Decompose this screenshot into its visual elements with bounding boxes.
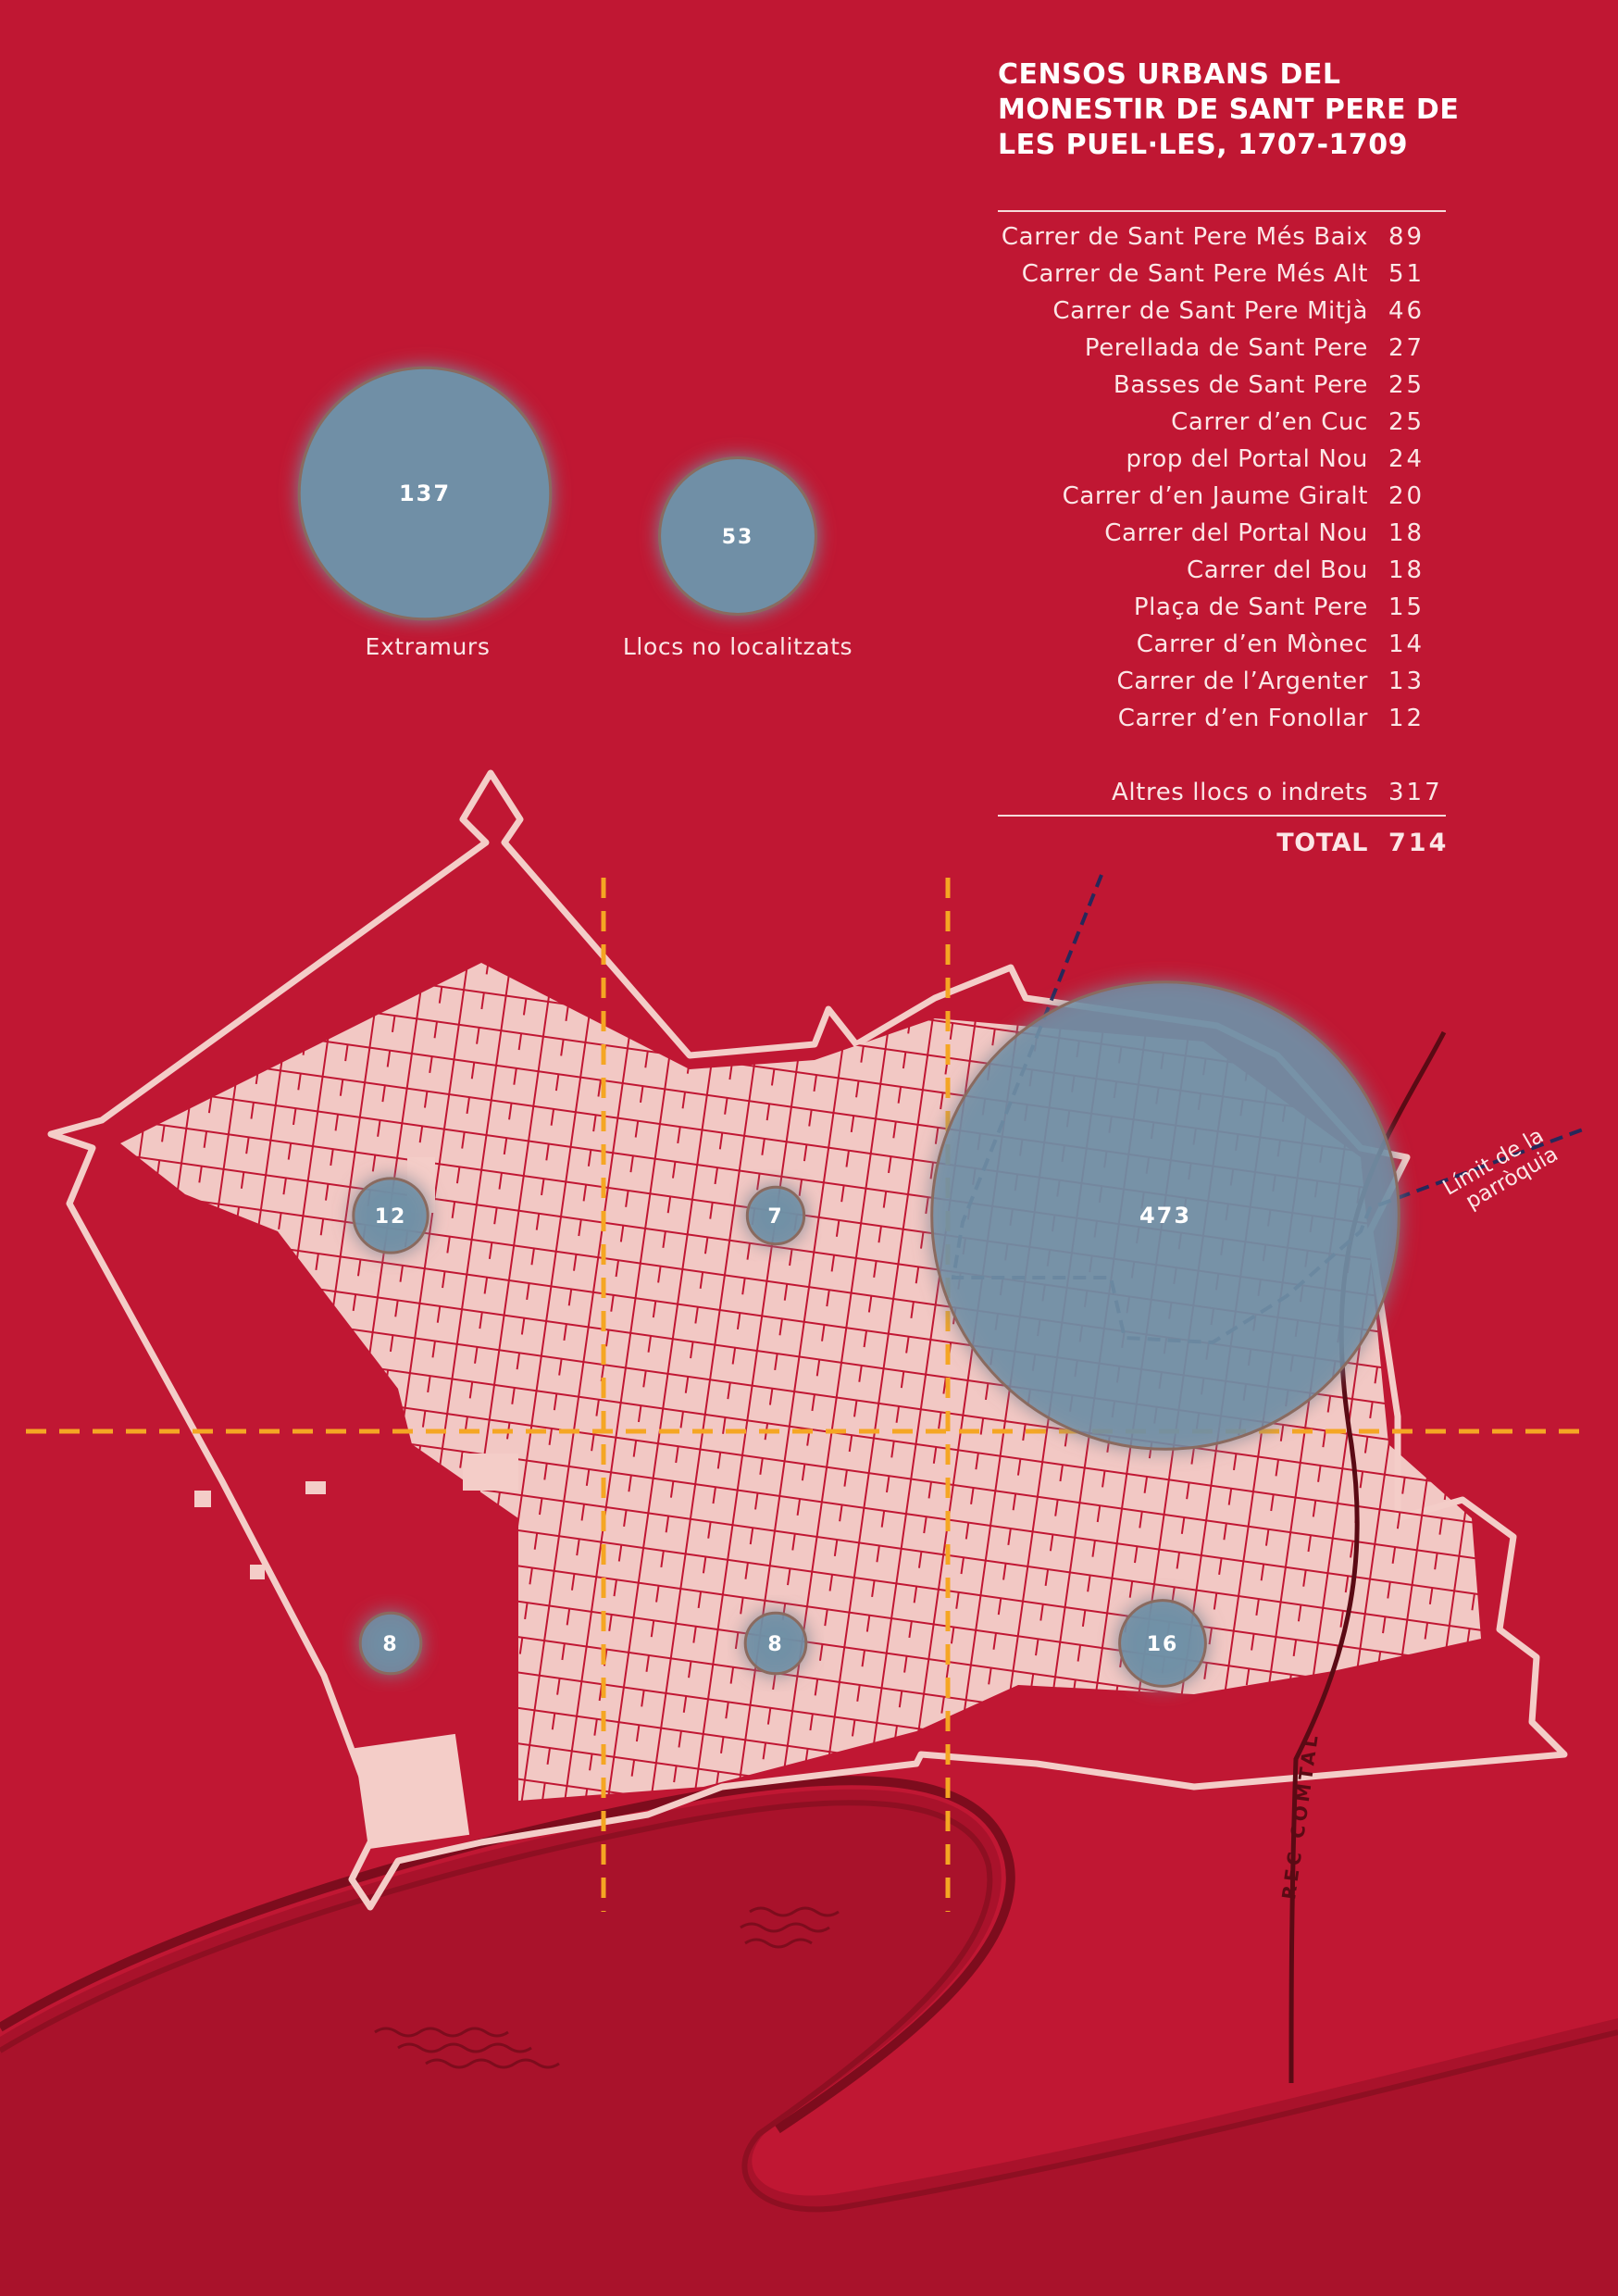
map-bubble (1118, 1599, 1207, 1688)
street-count: 12 (1388, 705, 1425, 732)
street-name: Carrer d’en Cuc (1171, 408, 1368, 436)
street-row: prop del Portal Nou 24 (981, 441, 1444, 478)
street-count: 20 (1388, 482, 1425, 510)
street-count: 14 (1388, 630, 1425, 658)
street-name: Carrer de Sant Pere Més Baix (1001, 223, 1368, 251)
street-row: Carrer de Sant Pere Mitjà 46 (981, 293, 1444, 330)
street-name: Carrer de l’Argenter (1116, 668, 1368, 695)
street-count: 27 (1388, 334, 1425, 362)
legend-bubble-value: 137 (399, 480, 451, 506)
street-row: Carrer de Sant Pere Més Alt 51 (981, 256, 1444, 293)
map-bubble-value: 473 (1139, 1203, 1191, 1229)
street-name: Perellada de Sant Pere (1084, 334, 1368, 362)
street-count: 24 (1388, 445, 1425, 473)
map-bubble (358, 1611, 423, 1676)
street-name: Carrer d’en Jaume Giralt (1062, 482, 1368, 510)
water-waves-icon (740, 1906, 840, 1949)
map-title: CENSOS URBANS DEL MONESTIR DE SANT PERE … (998, 58, 1460, 161)
map-bubble (352, 1177, 429, 1254)
street-name: Carrer del Portal Nou (1104, 519, 1368, 547)
map-bubble (745, 1185, 806, 1246)
street-name: Carrer d’en Fonollar (1117, 705, 1368, 732)
map-bubble-value: 8 (767, 1633, 783, 1656)
legend-bubble-value: 53 (722, 526, 754, 549)
city-wall (47, 769, 1568, 1911)
street-count: 25 (1388, 408, 1425, 436)
map-bubble (930, 980, 1400, 1451)
street-count: 89 (1388, 223, 1425, 251)
legend-label-unlocated: Llocs no localitzats (622, 633, 853, 660)
street-row: Perellada de Sant Pere 27 (981, 330, 1444, 367)
street-count: 13 (1388, 668, 1425, 695)
other-row: Altres llocs o indrets 317 (981, 774, 1444, 811)
street-name: Carrer de Sant Pere Més Alt (1021, 260, 1368, 288)
street-row: Carrer del Bou 18 (981, 552, 1444, 589)
other-value: 317 (1388, 779, 1443, 806)
river (0, 1776, 1618, 2296)
map-bubble-value: 12 (375, 1205, 407, 1229)
street-row: Carrer de Sant Pere Més Baix 89 (981, 218, 1444, 256)
grid-lines (26, 878, 1581, 1912)
street-name: Carrer d’en Mònec (1136, 630, 1368, 658)
street-count: 46 (1388, 297, 1425, 325)
street-row: Basses de Sant Pere 25 (981, 367, 1444, 404)
street-count: 25 (1388, 371, 1425, 399)
street-count: 15 (1388, 593, 1425, 621)
divider (998, 210, 1446, 212)
street-count: 51 (1388, 260, 1425, 288)
street-row: Carrer d’en Fonollar 12 (981, 700, 1444, 737)
map-bubble-value: 16 (1147, 1633, 1179, 1656)
map-bubble-value: 8 (382, 1633, 398, 1656)
street-name: Carrer de Sant Pere Mitjà (1052, 297, 1368, 325)
street-row: Carrer del Portal Nou 18 (981, 515, 1444, 552)
total-label: TOTAL (1276, 828, 1368, 857)
street-count: 18 (1388, 519, 1425, 547)
street-name: prop del Portal Nou (1126, 445, 1368, 473)
total-value: 714 (1388, 828, 1450, 857)
water-waves-icon (374, 2027, 560, 2069)
street-name: Plaça de Sant Pere (1133, 593, 1368, 621)
street-name: Carrer del Bou (1187, 556, 1368, 584)
divider (998, 815, 1446, 817)
street-count: 18 (1388, 556, 1425, 584)
legend-label-extramurs: Extramurs (365, 633, 491, 660)
other-label: Altres llocs o indrets (1111, 779, 1368, 806)
legend-bubble (297, 366, 553, 621)
street-row: Carrer de l’Argenter 13 (981, 663, 1444, 700)
map-bubble-value: 7 (767, 1205, 783, 1229)
total-row: TOTAL 714 (981, 824, 1450, 861)
legend-bubble (658, 456, 817, 616)
street-row: Plaça de Sant Pere 15 (981, 589, 1444, 626)
street-row: Carrer d’en Jaume Giralt 20 (981, 478, 1444, 515)
street-row: Carrer d’en Cuc 25 (981, 404, 1444, 441)
map-bubble (743, 1611, 808, 1676)
street-name: Basses de Sant Pere (1113, 371, 1368, 399)
street-row: Carrer d’en Mònec 14 (981, 626, 1444, 663)
